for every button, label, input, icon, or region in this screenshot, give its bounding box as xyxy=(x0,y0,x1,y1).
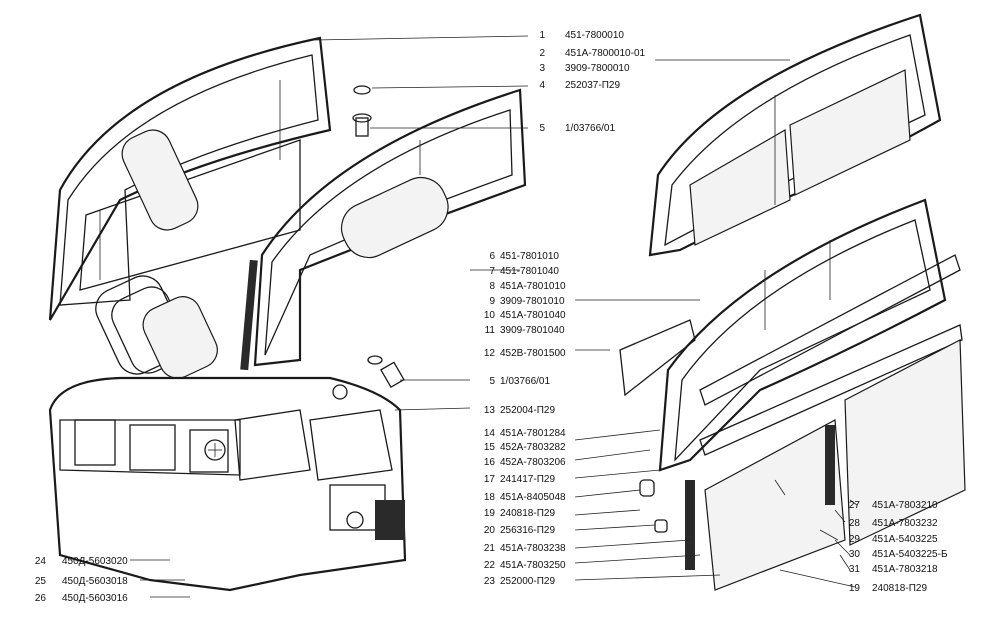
callout-number: 21 xyxy=(483,543,495,554)
callout-number: 26 xyxy=(34,593,46,604)
callout-number: 23 xyxy=(483,576,495,587)
callout-number: 12 xyxy=(483,348,495,359)
callout-part-number: 256316-П29 xyxy=(500,525,556,536)
callout-part-number: 451А-7801284 xyxy=(500,428,566,439)
callout-part-number: 451-7800010 xyxy=(565,30,624,41)
callout-part-number: 450Д-5603016 xyxy=(62,593,128,604)
callout-number: 19 xyxy=(483,508,495,519)
callout-number: 28 xyxy=(848,518,860,529)
rear-partition-frame-right-lower xyxy=(619,198,963,472)
callout-number: 18 xyxy=(483,492,495,503)
rear-partition-frame-right-upper xyxy=(648,13,942,257)
callout-part-number: 451А-7803232 xyxy=(872,518,938,529)
callout-number: 15 xyxy=(483,442,495,453)
callout-part-number: 252004-П29 xyxy=(500,405,556,416)
callout-part-number: 451А-7803238 xyxy=(500,543,566,554)
callout-number: 3 xyxy=(539,63,545,74)
callout-part-number: 452В-7801500 xyxy=(500,348,566,359)
callout-number: 31 xyxy=(848,564,860,575)
vehicle-body xyxy=(48,376,407,592)
callout-number: 20 xyxy=(483,525,495,536)
callout-number: 6 xyxy=(489,251,495,262)
rear-partition-frame-upper xyxy=(48,36,332,321)
callout-number: 13 xyxy=(483,405,495,416)
callout-number: 25 xyxy=(34,576,46,587)
callout-number: 5 xyxy=(539,123,545,134)
callout-part-number: 252000-П29 xyxy=(500,576,556,587)
callout-number: 7 xyxy=(489,266,495,277)
callout-part-number: 451А-7803210 xyxy=(872,500,938,511)
callout-part-number: 451А-7803218 xyxy=(872,564,938,575)
callout-part-number: 451А-5403225-Б xyxy=(872,549,948,560)
callout-part-number: 451А-7803250 xyxy=(500,560,566,571)
callout-part-number: 451А-7801010 xyxy=(500,281,566,292)
callout-number: 10 xyxy=(483,310,495,321)
callout-number: 4 xyxy=(539,80,545,91)
callout-part-number: 451А-5403225 xyxy=(872,534,938,545)
callout-number: 14 xyxy=(483,428,495,439)
callout-part-number: 451А-7800010-01 xyxy=(565,48,646,59)
callout-number: 9 xyxy=(489,296,495,307)
callout-part-number: 3909-7801010 xyxy=(500,296,565,307)
leader-lines xyxy=(130,35,858,598)
callout-part-number: 3909-7801040 xyxy=(500,325,565,336)
window-glass-and-seal xyxy=(95,259,258,379)
callout-part-number: 1/03766/01 xyxy=(500,376,551,387)
callout-number: 2 xyxy=(539,48,545,59)
callout-number: 29 xyxy=(848,534,860,545)
callout-part-number: 240818-П29 xyxy=(500,508,556,519)
callout-part-number: 450Д-5603020 xyxy=(62,556,128,567)
callout-number: 16 xyxy=(483,457,495,468)
callout-number: 30 xyxy=(848,549,860,560)
callout-part-number: 252037-П29 xyxy=(565,80,621,91)
callout-number: 8 xyxy=(489,281,495,292)
callout-number: 19 xyxy=(848,583,860,594)
callout-number: 22 xyxy=(483,560,495,571)
callout-part-number: 451А-8405048 xyxy=(500,492,566,503)
callout-number: 17 xyxy=(483,474,495,485)
callout-part-number: 241417-П29 xyxy=(500,474,556,485)
partition-frame-center xyxy=(253,88,527,367)
callout-part-number: 1/03766/01 xyxy=(565,123,616,134)
callout-number: 5 xyxy=(489,376,495,387)
callout-number: 11 xyxy=(484,325,495,336)
callout-number: 1 xyxy=(539,30,545,41)
callout-part-number: 452А-7803206 xyxy=(500,457,566,468)
callout-part-number: 240818-П29 xyxy=(872,583,928,594)
callout-part-number: 451А-7801040 xyxy=(500,310,566,321)
callout-part-number: 451-7801010 xyxy=(500,251,559,262)
callout-part-number: 450Д-5603018 xyxy=(62,576,128,587)
perforated-panels xyxy=(639,339,966,591)
callout-part-number: 452А-7803282 xyxy=(500,442,566,453)
callout-part-number: 3909-7800010 xyxy=(565,63,630,74)
callout-number: 24 xyxy=(34,556,46,567)
callout-number: 27 xyxy=(848,500,860,511)
callout-part-number: 451-7801040 xyxy=(500,266,559,277)
